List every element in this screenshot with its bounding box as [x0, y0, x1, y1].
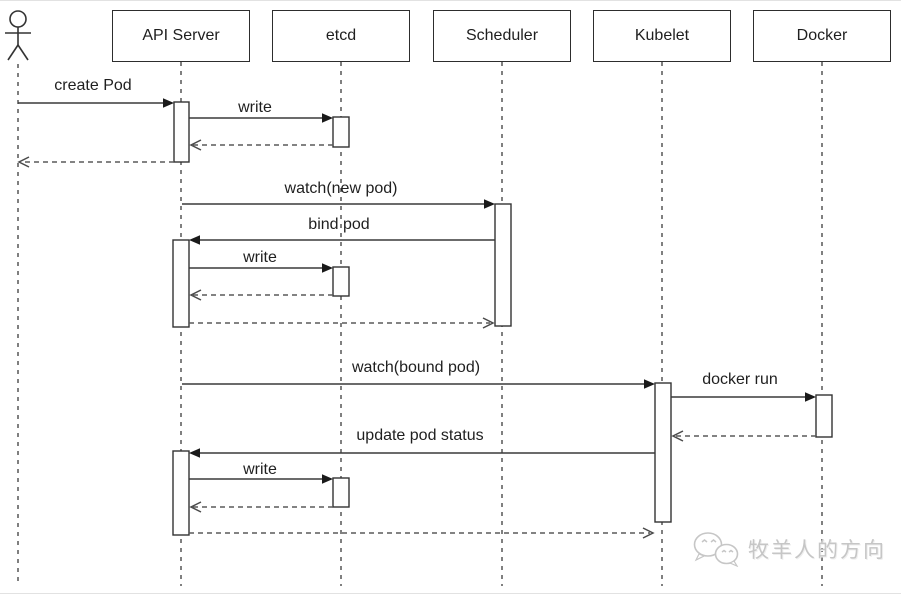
arrowhead-docker-run [805, 392, 816, 402]
actor-icon [5, 10, 31, 61]
top-divider [0, 0, 901, 1]
participant-api-server: API Server [112, 10, 250, 62]
arrowhead-write-3 [322, 474, 333, 484]
participant-label: etcd [325, 27, 357, 44]
participant-etcd: etcd [272, 10, 410, 62]
activation-etcd-2 [332, 266, 350, 297]
activation-kubelet [654, 382, 672, 523]
activation-docker [815, 394, 833, 438]
arrowhead-bind-pod [189, 235, 200, 245]
open-arrowhead-api-actor [17, 156, 30, 168]
open-arrowhead-etcd-api-2 [189, 289, 202, 301]
lifelines [17, 62, 823, 586]
dashed-messages [21, 144, 816, 534]
arrowhead-update-pod-status [189, 448, 200, 458]
watermark: 牧羊人的方向 [692, 531, 886, 567]
activation-etcd-3 [332, 477, 350, 508]
participant-scheduler: Scheduler [433, 10, 571, 62]
arrowhead-write-1 [322, 113, 333, 123]
watermark-text: 牧羊人的方向 [748, 539, 886, 562]
arrowhead-write-2 [322, 263, 333, 273]
open-arrowhead-api-scheduler [482, 317, 495, 329]
message-label-write-3: write [243, 461, 277, 478]
wechat-bubbles-icon [693, 532, 739, 567]
open-arrowhead-docker-kubelet [671, 430, 684, 442]
message-label-watch-bound-pod: watch(bound pod) [351, 359, 481, 376]
solid-arrowheads [163, 98, 816, 484]
activation-api-server-1 [173, 101, 190, 163]
activation-bars [172, 101, 833, 536]
open-arrowhead-etcd-api-3 [189, 501, 202, 513]
participant-label: Docker [796, 27, 848, 44]
message-label-write-2: write [243, 249, 277, 266]
message-label-update-pod-status: update pod status [356, 427, 484, 444]
message-label-docker-run: docker run [702, 371, 778, 388]
activation-api-server-2 [172, 239, 190, 328]
arrowhead-watch-new-pod [484, 199, 495, 209]
participant-kubelet: Kubelet [593, 10, 731, 62]
message-label-create-pod: create Pod [54, 77, 132, 94]
participant-label: Kubelet [634, 27, 690, 44]
activation-api-server-3 [172, 450, 190, 536]
message-label-bind-pod: bind pod [308, 216, 370, 233]
activation-etcd-1 [332, 116, 350, 148]
open-arrowheads [17, 139, 684, 539]
participant-label: API Server [142, 27, 220, 44]
activation-scheduler [494, 203, 512, 327]
arrowhead-create-pod [163, 98, 174, 108]
message-label-watch-new-pod: watch(new pod) [284, 180, 398, 197]
participant-label: Scheduler [465, 27, 539, 44]
message-label-write-1: write [238, 99, 272, 116]
arrowhead-watch-bound-pod [644, 379, 655, 389]
participant-docker: Docker [753, 10, 891, 62]
open-arrowhead-api-kubelet [642, 527, 655, 539]
open-arrowhead-etcd-api-1 [189, 139, 202, 151]
solid-messages [18, 102, 806, 480]
